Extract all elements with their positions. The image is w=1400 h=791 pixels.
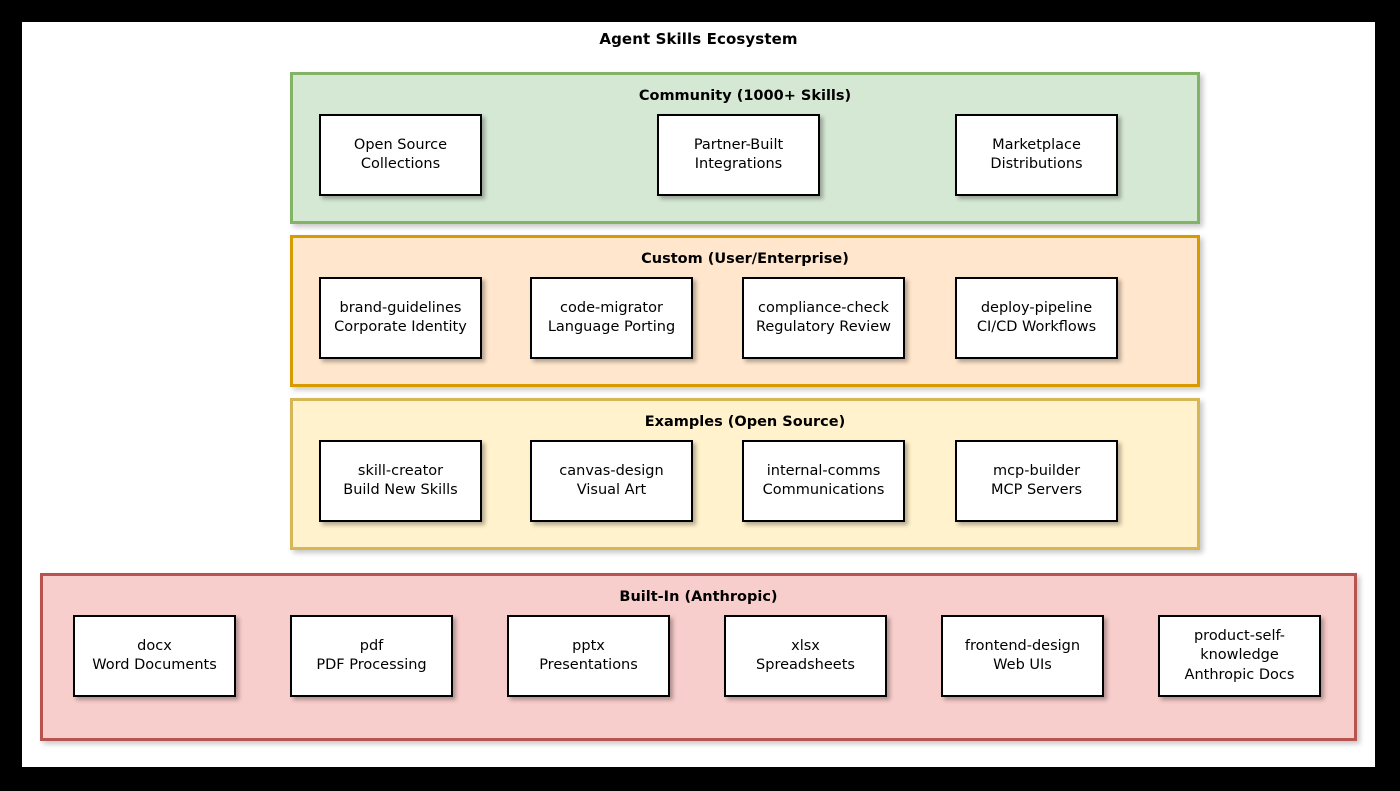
- node-line-1: compliance-check: [758, 299, 889, 316]
- node-line-1: Marketplace: [992, 136, 1081, 153]
- page-title: Agent Skills Ecosystem: [599, 30, 798, 48]
- node-line-2: Build New Skills: [343, 482, 458, 498]
- node-line-2: PDF Processing: [316, 657, 427, 673]
- node-line-2: Visual Art: [576, 482, 647, 498]
- node-line-1: mcp-builder: [992, 462, 1081, 479]
- node-deploy-pipeline[interactable]: deploy-pipeline CI/CD Workflows: [955, 277, 1118, 359]
- node-internal-comms[interactable]: internal-comms Communications: [742, 440, 905, 522]
- node-canvas-design[interactable]: canvas-design Visual Art: [530, 440, 693, 522]
- node-line-2: Presentations: [539, 657, 638, 673]
- node-pdf[interactable]: pdf PDF Processing: [290, 615, 453, 697]
- diagram-canvas: Agent Skills Ecosystem Community (1000+ …: [22, 22, 1375, 767]
- node-docx[interactable]: docx Word Documents: [73, 615, 236, 697]
- node-line-2: Spreadsheets: [756, 657, 855, 673]
- node-code-migrator[interactable]: code-migrator Language Porting: [530, 277, 693, 359]
- node-line-2: Corporate Identity: [334, 319, 467, 335]
- node-line-2: CI/CD Workflows: [976, 319, 1097, 335]
- node-line-1: canvas-design: [559, 462, 664, 479]
- node-line-1: code-migrator: [560, 299, 663, 316]
- node-line-1: skill-creator: [357, 462, 444, 479]
- node-mcp-builder[interactable]: mcp-builder MCP Servers: [955, 440, 1118, 522]
- node-line-1: docx: [137, 637, 172, 654]
- node-line-3: Anthropic Docs: [1184, 666, 1295, 683]
- node-line-1: brand-guidelines: [339, 299, 462, 316]
- node-line-2: knowledge: [1200, 647, 1279, 664]
- node-compliance-check[interactable]: compliance-check Regulatory Review: [742, 277, 905, 359]
- panel-builtin: Built-In (Anthropic): [40, 573, 1357, 741]
- node-partner-built-integrations[interactable]: Partner-Built Integrations: [657, 114, 820, 196]
- node-line-2: Regulatory Review: [755, 319, 892, 335]
- node-line-1: Partner-Built: [693, 136, 784, 153]
- node-line-1: pdf: [359, 637, 384, 654]
- panel-title-community: Community (1000+ Skills): [638, 88, 852, 104]
- node-line-1: frontend-design: [964, 637, 1081, 654]
- node-line-2: Web UIs: [993, 657, 1052, 673]
- node-line-2: Word Documents: [92, 657, 217, 673]
- node-line-1: internal-comms: [766, 462, 881, 479]
- panel-title-custom: Custom (User/Enterprise): [641, 251, 849, 267]
- node-line-2: MCP Servers: [990, 482, 1083, 498]
- node-line-2: Distributions: [990, 156, 1083, 172]
- panel-title-examples: Examples (Open Source): [644, 414, 846, 430]
- node-line-2: Collections: [360, 156, 441, 172]
- node-line-2: Language Porting: [547, 319, 676, 335]
- node-line-1: Open Source: [353, 136, 448, 153]
- node-frontend-design[interactable]: frontend-design Web UIs: [941, 615, 1104, 697]
- node-line-1: product-self-: [1193, 628, 1286, 645]
- node-open-source-collections[interactable]: Open Source Collections: [319, 114, 482, 196]
- node-line-1: pptx: [572, 637, 605, 654]
- node-line-2: Integrations: [694, 156, 783, 172]
- node-skill-creator[interactable]: skill-creator Build New Skills: [319, 440, 482, 522]
- panel-title-builtin: Built-In (Anthropic): [619, 589, 778, 605]
- node-brand-guidelines[interactable]: brand-guidelines Corporate Identity: [319, 277, 482, 359]
- node-line-2: Communications: [762, 482, 885, 498]
- node-line-1: deploy-pipeline: [980, 299, 1093, 316]
- node-marketplace-distributions[interactable]: Marketplace Distributions: [955, 114, 1118, 196]
- node-line-1: xlsx: [791, 637, 820, 654]
- node-product-self-knowledge[interactable]: product-self- knowledge Anthropic Docs: [1158, 615, 1321, 697]
- node-xlsx[interactable]: xlsx Spreadsheets: [724, 615, 887, 697]
- node-pptx[interactable]: pptx Presentations: [507, 615, 670, 697]
